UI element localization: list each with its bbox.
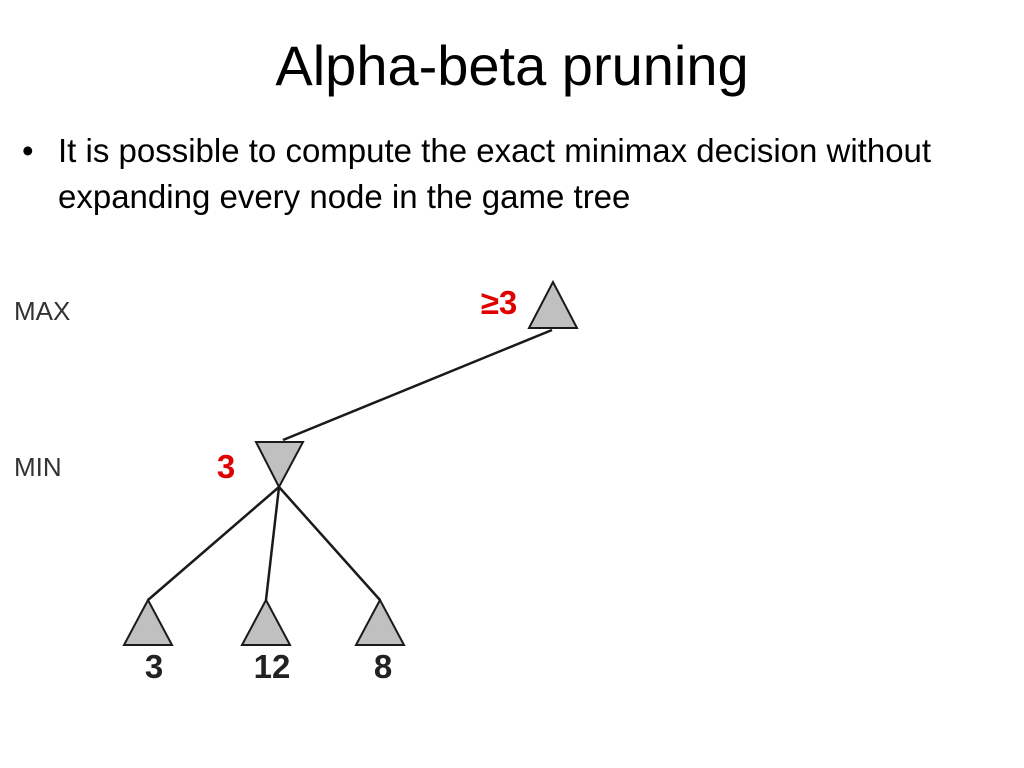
leaf-node-triangle-1 — [122, 597, 174, 646]
min-level-label: MIN — [14, 452, 62, 482]
max-node-triangle — [527, 279, 579, 329]
root-value-label: ≥3 — [481, 284, 517, 321]
leaf-value-label-2: 12 — [254, 648, 291, 685]
edge-root-to-min — [282, 328, 553, 442]
leaf-value-label-3: 8 — [374, 648, 392, 685]
leaf-node-triangle-3 — [354, 597, 406, 646]
bullet-item: • It is possible to compute the exact mi… — [22, 128, 1012, 220]
slide-title: Alpha-beta pruning — [275, 34, 749, 97]
edge-min-to-leaf-1 — [147, 486, 280, 601]
edge-min-to-leaf-2 — [264, 486, 281, 601]
bullet-list: • It is possible to compute the exact mi… — [22, 128, 1012, 220]
min-node-triangle — [254, 441, 305, 490]
leaf-node-triangle-2 — [240, 597, 292, 646]
leaf-value-label-1: 3 — [145, 648, 163, 685]
min-value-label: 3 — [217, 448, 235, 485]
bullet-dot-icon: • — [22, 132, 34, 169]
bullet-text: It is possible to compute the exact mini… — [58, 132, 932, 215]
max-level-label: MAX — [14, 296, 70, 326]
edge-min-to-leaf-3 — [278, 486, 381, 601]
